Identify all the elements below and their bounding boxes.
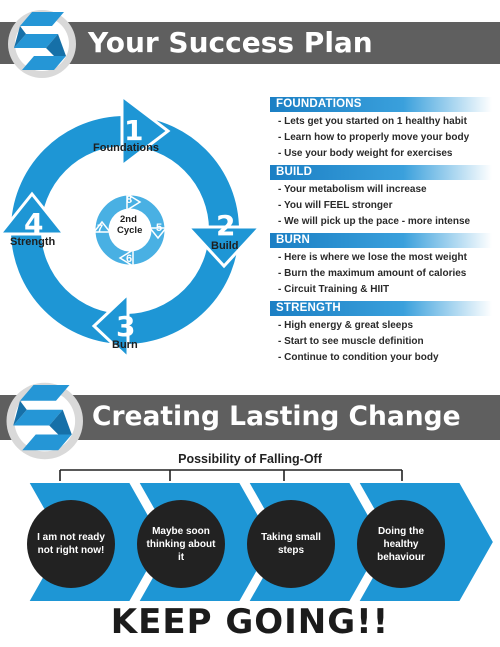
stage-healthy-behaviour: Doing the healthy behaviour — [357, 500, 445, 588]
stage-2-label: Build — [211, 240, 239, 252]
lasting-change-banner — [0, 395, 500, 440]
list-item-text: Here is where we lose the most weight — [284, 252, 467, 263]
plan-list: FOUNDATIONS - Lets get you started on 1 … — [270, 97, 492, 366]
list-item: - Learn how to properly move your body — [278, 132, 470, 143]
section-title: Creating Lasting Change — [92, 401, 461, 432]
plan-section-burn: BURN - Here is where we lose the most we… — [270, 233, 492, 298]
stage-1-number: 1 — [124, 114, 144, 147]
section-heading: BUILD — [270, 165, 492, 180]
stage-maybe-soon: Maybe soon thinking about it — [137, 500, 225, 588]
inner-cycle-label-2: Cycle — [117, 225, 143, 236]
list-item-text: We will pick up the pace - more intense — [284, 216, 471, 227]
stage-small-steps: Taking small steps — [247, 500, 335, 588]
stage-2-number: 2 — [216, 209, 236, 242]
inner-number-5: 5 — [156, 222, 163, 234]
inner-number-7: 7 — [97, 223, 104, 235]
list-item: - Use your body weight for exercises — [278, 148, 453, 159]
list-item-text: Your metabolism will increase — [283, 184, 427, 195]
brand-logo-2 — [6, 382, 83, 460]
page-title: Your Success Plan — [88, 26, 373, 59]
keep-going-text: KEEP GOING!! — [110, 602, 390, 642]
arrow-burn-icon — [91, 290, 130, 358]
section-heading: STRENGTH — [270, 301, 492, 316]
stage-not-ready: I am not ready not right now! — [27, 500, 115, 588]
section-heading: FOUNDATIONS — [270, 97, 492, 112]
list-item: - Here is where we lose the most weight — [278, 252, 467, 263]
list-item: - Continue to condition your body — [278, 352, 439, 363]
plan-section-build: BUILD - Your metabolism will increase - … — [270, 165, 492, 230]
success-plan-banner — [0, 22, 500, 64]
list-item: - You will FEEL stronger — [278, 200, 393, 211]
plan-section-strength: STRENGTH - High energy & great sleeps - … — [270, 301, 492, 366]
stage-1-label: Foundations — [93, 142, 159, 154]
stage-4-number: 4 — [24, 207, 44, 240]
plan-section-foundations: FOUNDATIONS - Lets get you started on 1 … — [270, 97, 492, 162]
list-item: - Circuit Training & HIIT — [278, 284, 390, 295]
falling-off-label: Possibility of Falling-Off — [178, 452, 322, 466]
list-item-text: Lets get you started on 1 healthy habit — [284, 116, 467, 127]
list-item: - High energy & great sleeps — [278, 320, 414, 331]
list-item-text: Use your body weight for exercises — [284, 148, 453, 159]
arrow-strength-icon — [0, 191, 68, 236]
arrow-build-icon — [184, 225, 264, 269]
stage-3-label: Burn — [112, 339, 138, 351]
list-item-text: Circuit Training & HIIT — [284, 284, 390, 295]
inner-cycle-label-1: 2nd — [120, 214, 137, 225]
list-item: - Burn the maximum amount of calories — [278, 268, 467, 279]
list-item-text: Continue to condition your body — [284, 352, 439, 363]
inner-number-6: 6 — [126, 253, 133, 265]
list-item: - Lets get you started on 1 healthy habi… — [278, 116, 467, 127]
list-item: - Your metabolism will increase — [278, 184, 427, 195]
cycle-diagram — [0, 92, 264, 358]
stage-3-number: 3 — [116, 310, 136, 343]
section-heading: BURN — [270, 233, 492, 248]
list-item-text: Start to see muscle definition — [284, 336, 424, 347]
inner-number-8: 8 — [126, 194, 133, 206]
arrow-foundations-icon — [120, 92, 171, 170]
list-item: - Start to see muscle definition — [278, 336, 424, 347]
list-item-text: You will FEEL stronger — [283, 200, 393, 211]
brand-logo — [8, 10, 76, 78]
list-item: - We will pick up the pace - more intens… — [278, 216, 471, 227]
list-item-text: Burn the maximum amount of calories — [284, 268, 467, 279]
stage-4-label: Strength — [10, 236, 56, 248]
list-item-text: Learn how to properly move your body — [284, 132, 470, 143]
list-item-text: High energy & great sleeps — [284, 320, 414, 331]
